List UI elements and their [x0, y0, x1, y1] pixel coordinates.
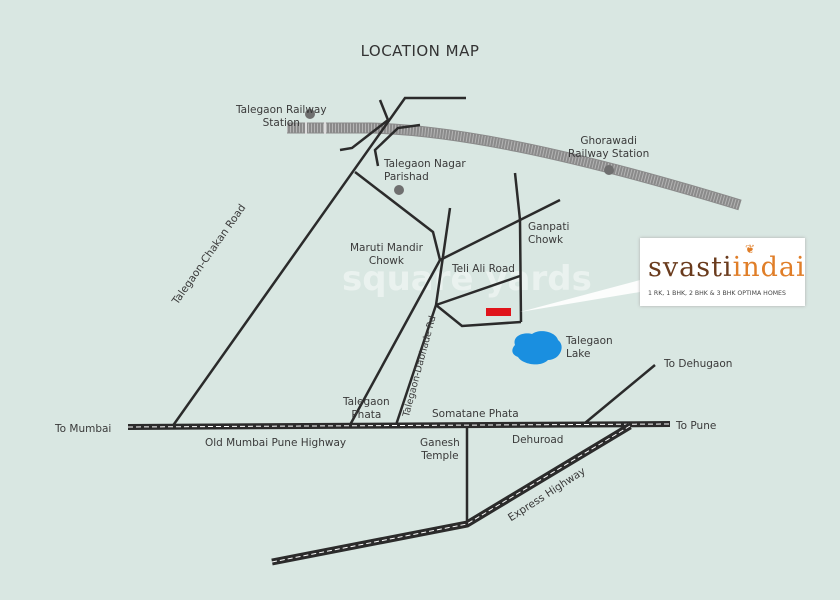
project-location-marker — [486, 308, 511, 316]
talegaon-station-marker — [305, 109, 315, 119]
label-to-mumbai: To Mumbai — [55, 423, 112, 435]
talegaon-dabhade-road — [394, 207, 452, 426]
highways — [127, 421, 671, 566]
label-dehuroad: Dehuroad — [512, 434, 564, 446]
callout-pointer — [520, 280, 640, 312]
project-logo-callout: ❦ svastiindai 1 RK, 1 BHK, 2 BHK & 3 BHK… — [640, 238, 805, 306]
nagar-parishad-marker — [394, 185, 404, 195]
teli-ali-road — [435, 274, 521, 307]
map-title: LOCATION MAP — [360, 42, 480, 60]
label-to-pune: To Pune — [676, 420, 717, 432]
logo-name: svastiindai — [648, 252, 806, 283]
label-old-mumbai-pune-highway: Old Mumbai Pune Highway — [205, 437, 347, 449]
railway-line — [287, 122, 742, 211]
ghorawadi-station-marker — [604, 165, 614, 175]
local-roads — [170, 96, 656, 522]
leaf-icon: ❦ — [745, 242, 756, 256]
talegaon-lake — [512, 331, 562, 365]
logo-tagline: 1 RK, 1 BHK, 2 BHK & 3 BHK OPTIMA HOMES — [648, 290, 786, 297]
watermark: square yards — [342, 259, 592, 299]
label-to-dehugaon: To Dehugaon — [664, 358, 733, 370]
label-somatane-phata: Somatane Phata — [432, 408, 519, 420]
talegaon-chakan-road — [170, 96, 466, 428]
label-teli-ali-road: Teli Ali Road — [452, 263, 515, 275]
